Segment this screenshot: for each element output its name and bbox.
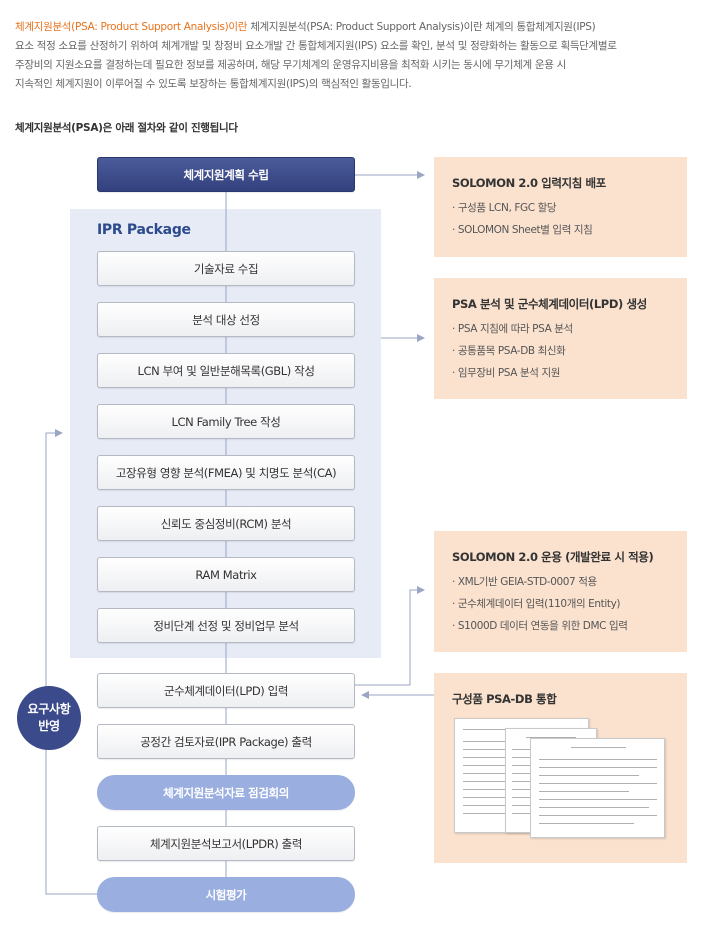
intro-line-2: 요소 적정 소요를 산정하기 위하여 체계개발 및 창정비 요소개발 간 통합체… (15, 40, 617, 52)
ipr-step-3: LCN 부여 및 일반분해목록(GBL) 작성 (97, 353, 355, 388)
step-review-meeting: 체계지원분석자료 점검회의 (97, 775, 355, 810)
panel-3-title: SOLOMON 2.0 운용 (개발완료 시 적용) (452, 550, 654, 564)
panel-1-item: SOLOMON Sheet별 입력 지침 (452, 219, 669, 241)
panel-3-item: 군수체계데이터 입력(110개의 Entity) (452, 593, 669, 615)
panel-2-item: 공통품목 PSA-DB 최신화 (452, 340, 669, 362)
ipr-package-title: IPR Package (97, 222, 191, 238)
step-test-evaluation: 시험평가 (97, 877, 355, 912)
step-lpd-input: 군수체계데이터(LPD) 입력 (97, 673, 355, 708)
panel-solomon-guide: SOLOMON 2.0 입력지침 배포 구성품 LCN, FGC 할당 SOLO… (434, 157, 687, 257)
feedback-label-2: 반영 (38, 719, 60, 733)
step-ipr-output: 공정간 검토자료(IPR Package) 출력 (97, 724, 355, 759)
panel-psa-analysis: PSA 분석 및 군수체계데이터(LPD) 생성 PSA 지침에 따라 PSA … (434, 278, 687, 399)
arrow-to-panel-3 (355, 586, 425, 686)
panel-3-item: S1000D 데이터 연동을 위한 DMC 입력 (452, 615, 669, 637)
feedback-circle: 요구사항 반영 (17, 686, 81, 750)
panel-2-item: PSA 지침에 따라 PSA 분석 (452, 318, 669, 340)
ipr-step-7: RAM Matrix (97, 557, 355, 592)
intro-highlight: 체계지원분석(PSA: Product Support Analysis)이란 (15, 21, 248, 33)
panel-1-item: 구성품 LCN, FGC 할당 (452, 197, 669, 219)
panel-1-title: SOLOMON 2.0 입력지침 배포 (452, 176, 606, 190)
ipr-step-1: 기술자료 수집 (97, 251, 355, 286)
ipr-step-4: LCN Family Tree 작성 (97, 404, 355, 439)
panel-solomon-operation: SOLOMON 2.0 운용 (개발완료 시 적용) XML기반 GEIA-ST… (434, 531, 687, 652)
panel-3-item: XML기반 GEIA-STD-0007 적용 (452, 571, 669, 593)
ipr-step-5: 고장유형 영향 분석(FMEA) 및 치명도 분석(CA) (97, 455, 355, 490)
feedback-loop-line (45, 429, 97, 895)
step-support-planning: 체계지원계획 수립 (97, 157, 355, 192)
document-thumbnail (530, 738, 665, 838)
step-lpdr-output: 체계지원분석보고서(LPDR) 출력 (97, 826, 355, 861)
intro-line-3: 주장비의 지원소요를 결정하는데 필요한 정보를 제공하며, 해당 무기체계의 … (15, 59, 567, 71)
ipr-step-8: 정비단계 선정 및 정비업무 분석 (97, 608, 355, 643)
feedback-label-1: 요구사항 (27, 702, 71, 716)
intro-paragraph: 체계지원분석(PSA: Product Support Analysis)이란 … (15, 18, 695, 94)
intro-line-1: 체계지원분석(PSA: Product Support Analysis)이란 … (247, 21, 596, 33)
ipr-step-2: 분석 대상 선정 (97, 302, 355, 337)
panel-2-title: PSA 분석 및 군수체계데이터(LPD) 생성 (452, 297, 647, 311)
intro-line-4: 지속적인 체계지원이 이루어질 수 있도록 보장하는 통합체계지원(IPS)의 … (15, 78, 412, 90)
panel-4-title: 구성품 PSA-DB 통합 (452, 692, 557, 706)
ipr-step-6: 신뢰도 중심정비(RCM) 분석 (97, 506, 355, 541)
panel-2-item: 임무장비 PSA 분석 지원 (452, 362, 669, 384)
section-subhead: 체계지원분석(PSA)은 아래 절차와 같이 진행됩니다 (15, 122, 238, 134)
